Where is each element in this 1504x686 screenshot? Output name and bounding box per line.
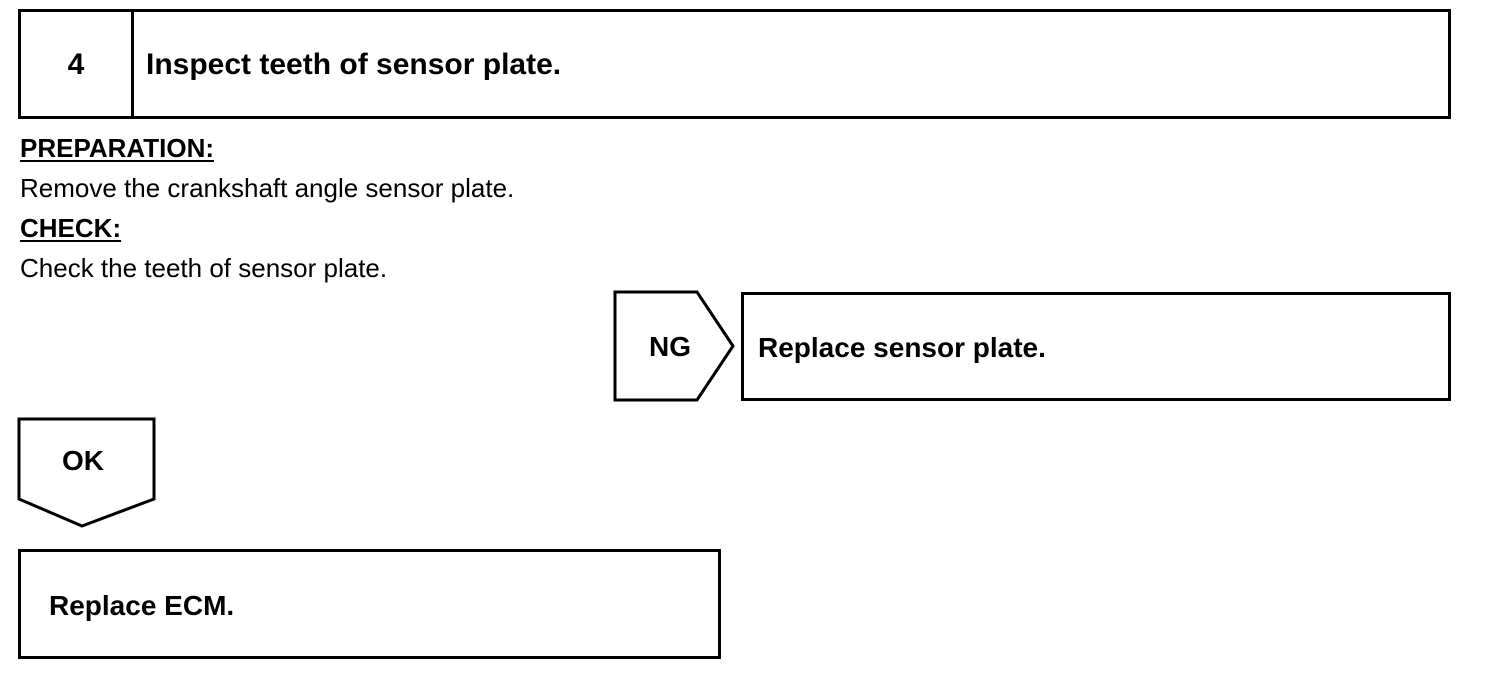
- preparation-label: PREPARATION:: [20, 133, 215, 163]
- ng-action-box: Replace sensor plate.: [741, 292, 1451, 401]
- check-label: CHECK:: [20, 213, 122, 243]
- ok-action-text: Replace ECM.: [49, 590, 235, 621]
- ng-arrow-shape: [613, 290, 735, 402]
- ng-label: NG: [649, 331, 691, 362]
- step-header: 4 Inspect teeth of sensor plate.: [18, 9, 1451, 119]
- step-number-divider: [131, 12, 134, 116]
- check-text: Check the teeth of sensor plate.: [20, 253, 388, 283]
- step-title: Inspect teeth of sensor plate.: [146, 48, 562, 81]
- ok-label: OK: [62, 445, 104, 476]
- step-number: 4: [67, 48, 85, 81]
- ng-action-text: Replace sensor plate.: [758, 332, 1046, 363]
- ok-arrow-shape: [17, 417, 156, 528]
- ok-action-box: Replace ECM.: [18, 549, 721, 659]
- preparation-text: Remove the crankshaft angle sensor plate…: [20, 173, 515, 203]
